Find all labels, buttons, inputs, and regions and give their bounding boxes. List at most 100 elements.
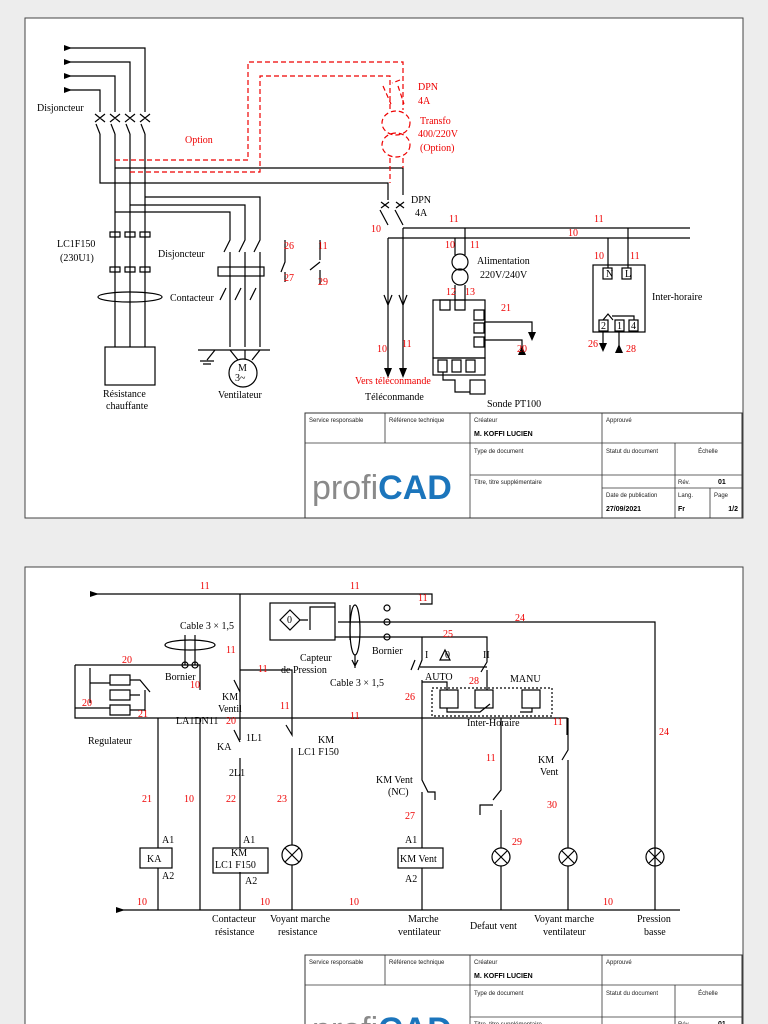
revision-label: Rév.	[678, 480, 690, 486]
wire-number-label: 24	[515, 613, 525, 624]
wire-number-label: 25	[443, 629, 453, 640]
wire-number-label: 12	[446, 287, 456, 298]
language-label: Lang.	[678, 493, 693, 499]
component-label: Voyant marche	[534, 914, 595, 925]
component-label: AUTO	[425, 672, 453, 683]
component-label: Disjoncteur	[158, 249, 205, 260]
proficad-logo: profiCAD	[312, 469, 452, 507]
component-label: KM	[222, 692, 238, 703]
title-label: Titre, titre supplémentaire	[474, 1022, 542, 1024]
component-label: Ventilateur	[218, 390, 263, 401]
approved-label: Approuvé	[606, 960, 632, 966]
component-label: Defaut vent	[470, 921, 517, 932]
wire-number-label: 10	[349, 897, 359, 908]
component-label: A2	[245, 876, 257, 887]
component-label: 1	[617, 321, 622, 332]
component-label: LC1 F150	[215, 860, 256, 871]
wire-number-label: 28	[469, 676, 479, 687]
component-label: Inter-Horaire	[467, 718, 520, 729]
publication-date-value: 27/09/2021	[606, 506, 641, 513]
wire-number-label: 11	[402, 339, 412, 350]
component-label: LA1DN11	[176, 716, 218, 727]
sheet-page-2	[24, 566, 744, 1024]
component-label: A2	[162, 871, 174, 882]
component-label: 2	[601, 321, 606, 332]
wire-number-label: 10	[184, 794, 194, 805]
component-label: KA	[217, 742, 232, 753]
reference-label: Référence technique	[389, 418, 445, 424]
wire-number-label: 10	[445, 240, 455, 251]
wire-number-label: 23	[277, 794, 287, 805]
component-label: Bornier	[372, 646, 403, 657]
component-label: 2L1	[229, 768, 245, 779]
creator-value: M. KOFFI LUCIEN	[474, 431, 533, 438]
component-label: N	[606, 269, 613, 280]
component-label: A1	[243, 835, 255, 846]
component-label: (230U1)	[60, 253, 94, 264]
component-label: LC1 F150	[298, 747, 339, 758]
component-label: Bornier	[165, 672, 196, 683]
component-label: 220V/240V	[480, 270, 528, 281]
wire-number-label: 20	[517, 344, 527, 355]
wire-number-label: 26	[405, 692, 415, 703]
wire-number-label: 26	[588, 339, 598, 350]
wire-number-label: 29	[512, 837, 522, 848]
wire-number-label: 11	[350, 581, 360, 592]
component-label: Contacteur	[212, 914, 257, 925]
component-label: 0	[445, 650, 450, 661]
document-status-label: Statut du document	[606, 991, 658, 997]
revision-value: 01	[718, 1021, 726, 1024]
component-label: Résistance	[103, 389, 146, 400]
wire-number-label: 10	[594, 251, 604, 262]
wire-number-label: 28	[626, 344, 636, 355]
component-label: LC1F150	[57, 239, 95, 250]
wire-number-label: 30	[547, 800, 557, 811]
component-label: Vent	[540, 767, 559, 778]
component-label: KM	[538, 755, 554, 766]
wire-number-label: 27	[405, 811, 415, 822]
scale-label: Échelle	[698, 990, 718, 997]
creator-label: Créateur	[474, 418, 497, 424]
title-block-grid	[305, 413, 742, 518]
component-label: 1L1	[246, 733, 262, 744]
component-label: A1	[405, 835, 417, 846]
publication-date-label: Date de publication	[606, 493, 657, 499]
component-label: de Pression	[281, 665, 327, 676]
wire-number-label: 11	[350, 711, 360, 722]
component-label: Regulateur	[88, 736, 133, 747]
component-label: ventilateur	[543, 927, 586, 938]
wire-number-label: 29	[318, 277, 328, 288]
wire-number-label: Option	[185, 135, 213, 146]
component-label: 3~	[235, 373, 246, 384]
wire-number-label: Transfo	[420, 116, 451, 127]
creator-label: Créateur	[474, 960, 497, 966]
revision-label: Rév.	[678, 1022, 690, 1024]
wire-number-label: 400/220V	[418, 129, 459, 140]
reference-label: Référence technique	[389, 960, 445, 966]
component-label: Voyant marche	[270, 914, 331, 925]
language-value: Fr	[678, 506, 685, 513]
wire-number-label: 11	[630, 251, 640, 262]
wire-number-label: 11	[280, 701, 290, 712]
wire-number-label: 10	[568, 228, 578, 239]
component-label: Cable 3 × 1,5	[330, 678, 384, 689]
component-label: Disjoncteur	[37, 103, 84, 114]
component-label: KM	[231, 848, 247, 859]
wire-number-label: 21	[138, 709, 148, 720]
document-type-label: Type de document	[474, 449, 524, 455]
wire-number-label: 11	[553, 717, 563, 728]
wire-number-label: 21	[501, 303, 511, 314]
component-label: II	[483, 650, 490, 661]
service-label: Service responsable	[309, 960, 364, 966]
title-block-page-2: Service responsable Référence technique Cr…	[304, 954, 743, 1024]
wire-number-label: 13	[465, 287, 475, 298]
component-label: 4A	[415, 208, 428, 219]
labels-page-1: DisjoncteurLC1F150(230U1)DisjoncteurCont…	[37, 82, 703, 412]
component-label: KM Vent	[400, 854, 437, 865]
title-block-frame	[304, 412, 743, 519]
wire-number-label: 22	[226, 794, 236, 805]
page-value: 1/2	[728, 506, 738, 513]
component-label: ventilateur	[398, 927, 441, 938]
